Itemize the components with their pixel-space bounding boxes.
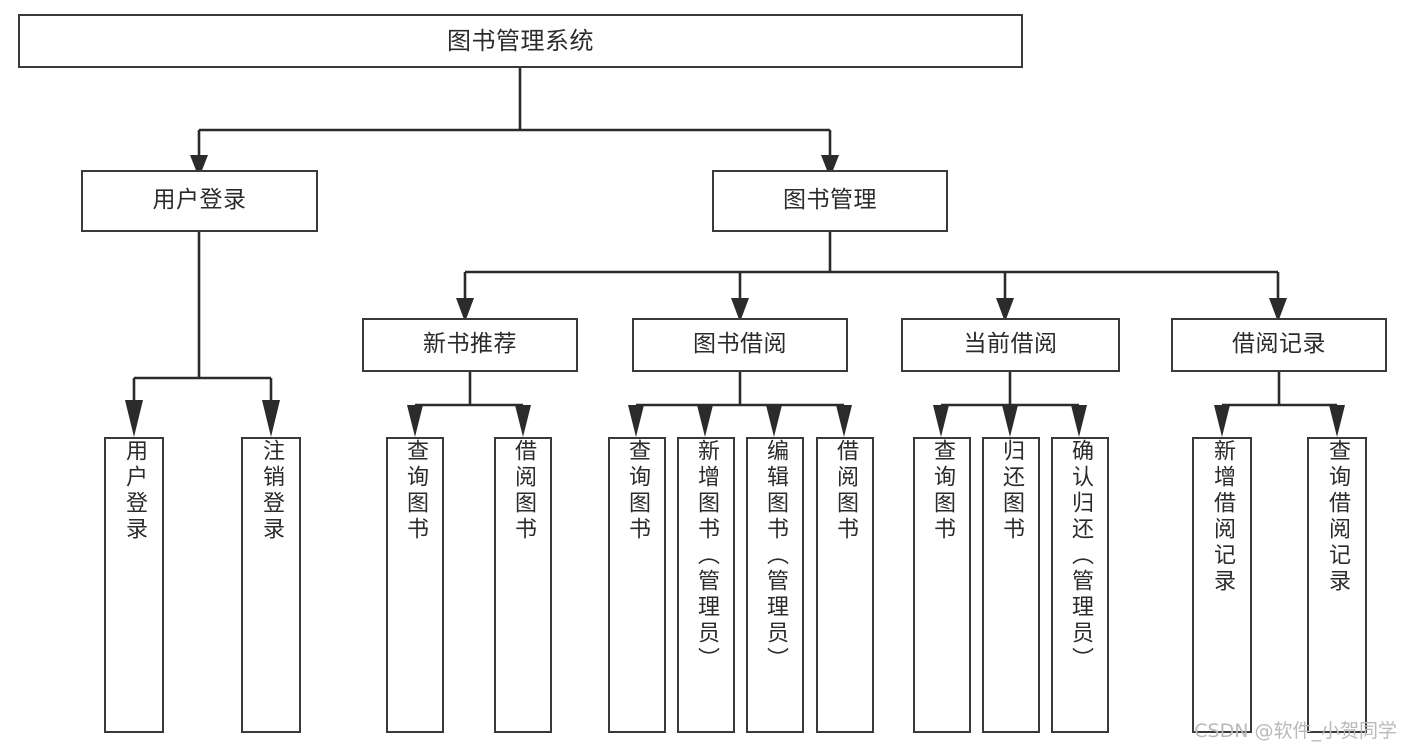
node-leaf-add-book-label: 新增图书（管理员） bbox=[694, 439, 719, 673]
arrowhead-leaf-add-record bbox=[1214, 405, 1230, 437]
node-leaf-user-logout[interactable]: 注销登录 bbox=[241, 437, 301, 733]
node-leaf-return-book-label: 归还图书 bbox=[999, 439, 1024, 543]
node-leaf-return-book[interactable]: 归还图书 bbox=[982, 437, 1040, 733]
node-leaf-borrow-book-2[interactable]: 借阅图书 bbox=[816, 437, 874, 733]
node-leaf-add-book[interactable]: 新增图书（管理员） bbox=[677, 437, 735, 733]
node-leaf-borrow-book-2-label: 借阅图书 bbox=[833, 439, 858, 543]
node-root-label: 图书管理系统 bbox=[447, 26, 594, 55]
node-leaf-query-book-1[interactable]: 查询图书 bbox=[386, 437, 444, 733]
node-root[interactable]: 图书管理系统 bbox=[18, 14, 1023, 68]
arrowhead-leaf-user-logout bbox=[262, 400, 280, 437]
node-leaf-user-login-label: 用户登录 bbox=[122, 439, 147, 543]
node-leaf-user-logout-label: 注销登录 bbox=[259, 439, 284, 543]
node-leaf-query-record-label: 查询借阅记录 bbox=[1325, 439, 1350, 595]
arrowhead-current-borrow bbox=[996, 298, 1014, 322]
arrowhead-leaf-user-login bbox=[125, 400, 143, 437]
node-leaf-edit-book-label: 编辑图书（管理员） bbox=[763, 439, 788, 673]
arrowhead-leaf-return-book bbox=[1002, 405, 1018, 437]
arrowhead-new-book-recommend bbox=[456, 298, 474, 322]
arrowhead-borrow-record bbox=[1269, 298, 1287, 322]
arrowhead-leaf-edit-book bbox=[766, 405, 782, 437]
arrowhead-leaf-borrow-book-1 bbox=[515, 405, 531, 437]
node-leaf-query-record[interactable]: 查询借阅记录 bbox=[1307, 437, 1367, 733]
arrowhead-group bbox=[125, 155, 1345, 437]
node-book-manage[interactable]: 图书管理 bbox=[712, 170, 948, 232]
arrowhead-leaf-confirm-return bbox=[1071, 405, 1087, 437]
node-leaf-edit-book[interactable]: 编辑图书（管理员） bbox=[746, 437, 804, 733]
node-leaf-query-book-3[interactable]: 查询图书 bbox=[913, 437, 971, 733]
node-borrow-record-label: 借阅记录 bbox=[1232, 331, 1326, 358]
node-user-login-label: 用户登录 bbox=[152, 187, 247, 214]
node-leaf-confirm-return-label: 确认归还（管理员） bbox=[1068, 439, 1093, 673]
arrowhead-leaf-query-book-3 bbox=[933, 405, 949, 437]
node-leaf-confirm-return[interactable]: 确认归还（管理员） bbox=[1051, 437, 1109, 733]
arrowhead-book-borrow bbox=[731, 298, 749, 322]
node-user-login[interactable]: 用户登录 bbox=[81, 170, 318, 232]
node-current-borrow-label: 当前借阅 bbox=[963, 331, 1058, 358]
node-leaf-query-book-2-label: 查询图书 bbox=[625, 439, 650, 543]
node-leaf-query-book-1-label: 查询图书 bbox=[403, 439, 428, 543]
node-new-book-recommend[interactable]: 新书推荐 bbox=[362, 318, 578, 372]
node-leaf-add-record[interactable]: 新增借阅记录 bbox=[1192, 437, 1252, 733]
node-book-borrow-label: 图书借阅 bbox=[693, 331, 787, 358]
arrowhead-leaf-query-book-2 bbox=[628, 405, 644, 437]
node-leaf-query-book-3-label: 查询图书 bbox=[930, 439, 955, 543]
node-leaf-query-book-2[interactable]: 查询图书 bbox=[608, 437, 666, 733]
arrowhead-leaf-add-book bbox=[697, 405, 713, 437]
arrowhead-leaf-borrow-book-2 bbox=[836, 405, 852, 437]
arrowhead-user-login bbox=[190, 155, 208, 178]
node-borrow-record[interactable]: 借阅记录 bbox=[1171, 318, 1387, 372]
node-book-manage-label: 图书管理 bbox=[783, 187, 877, 214]
arrowhead-book-manage bbox=[821, 155, 839, 178]
node-leaf-user-login[interactable]: 用户登录 bbox=[104, 437, 164, 733]
node-leaf-borrow-book-1-label: 借阅图书 bbox=[511, 439, 536, 543]
arrowhead-leaf-query-book-1 bbox=[407, 405, 423, 437]
node-leaf-add-record-label: 新增借阅记录 bbox=[1210, 439, 1235, 595]
node-current-borrow[interactable]: 当前借阅 bbox=[901, 318, 1120, 372]
arrowhead-leaf-query-record bbox=[1329, 405, 1345, 437]
node-new-book-recommend-label: 新书推荐 bbox=[423, 331, 517, 358]
node-book-borrow[interactable]: 图书借阅 bbox=[632, 318, 848, 372]
node-leaf-borrow-book-1[interactable]: 借阅图书 bbox=[494, 437, 552, 733]
